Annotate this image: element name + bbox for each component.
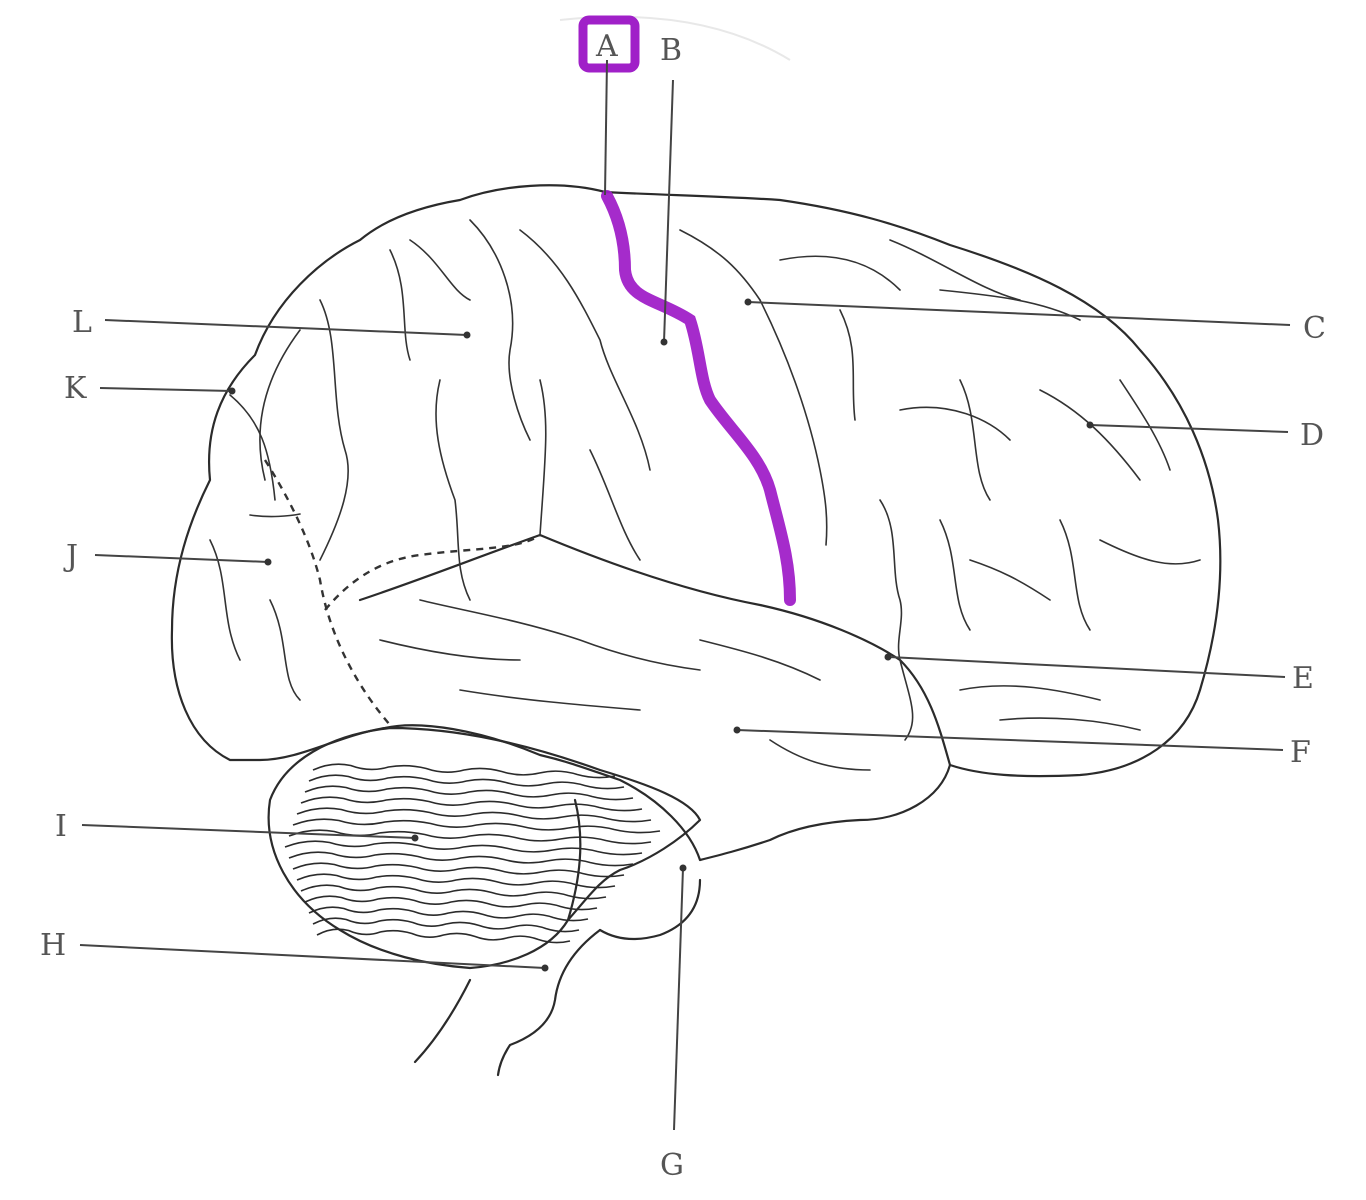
label-k: K xyxy=(64,371,87,406)
leader-i xyxy=(81,824,416,839)
cerebellum-folia-line xyxy=(292,818,661,834)
leader-h xyxy=(79,944,546,969)
cerebellum-folia-line xyxy=(304,895,598,911)
cerebrum xyxy=(170,184,1222,862)
label-a: A xyxy=(595,29,618,64)
label-e: E xyxy=(1292,661,1314,696)
label-i: I xyxy=(55,809,67,844)
leader-b xyxy=(663,79,674,343)
leader-a xyxy=(604,59,608,196)
leader-f xyxy=(736,729,1284,751)
cerebellum-folia-line xyxy=(308,906,589,922)
leader-e xyxy=(887,656,1286,678)
diagram-labels: A B C D E F G H I J K L xyxy=(40,29,1326,1183)
leader-dots xyxy=(228,298,1094,972)
label-f: F xyxy=(1290,735,1311,770)
cerebellum-folia-line xyxy=(284,840,643,856)
cerebellum-folia-line xyxy=(288,829,652,845)
cerebellum xyxy=(267,726,702,970)
leader-d xyxy=(1089,424,1289,433)
cerebellum-folia-line xyxy=(300,884,607,900)
brainstem xyxy=(413,878,702,1077)
label-l: L xyxy=(72,305,92,340)
label-g: G xyxy=(660,1148,684,1183)
cerebellum-folia-line xyxy=(308,774,625,790)
cerebellum-folia-line xyxy=(296,807,652,823)
leader-l xyxy=(104,319,468,336)
cerebellum-folia-line xyxy=(300,796,643,812)
label-c: C xyxy=(1303,311,1326,346)
label-a-highlight-box xyxy=(578,15,640,73)
leader-g xyxy=(673,867,684,1131)
label-j: J xyxy=(63,539,78,574)
label-b: B xyxy=(660,33,682,68)
central-sulcus-highlight xyxy=(601,190,796,606)
cerebellum-folia-line xyxy=(312,763,616,779)
label-h: H xyxy=(40,928,66,963)
cerebellum-folia-line xyxy=(304,785,634,801)
cerebellum-folia-line xyxy=(296,873,616,889)
cerebellum-folia-line xyxy=(288,851,634,867)
leader-k xyxy=(99,387,233,392)
leader-lines xyxy=(79,59,1291,1131)
cerebellum-folia-line xyxy=(316,928,571,944)
leader-c xyxy=(747,301,1291,326)
leader-j xyxy=(94,554,269,563)
cerebellum-folia-line xyxy=(312,917,580,933)
cerebellum-folia-line xyxy=(292,862,625,878)
label-d: D xyxy=(1300,418,1324,453)
